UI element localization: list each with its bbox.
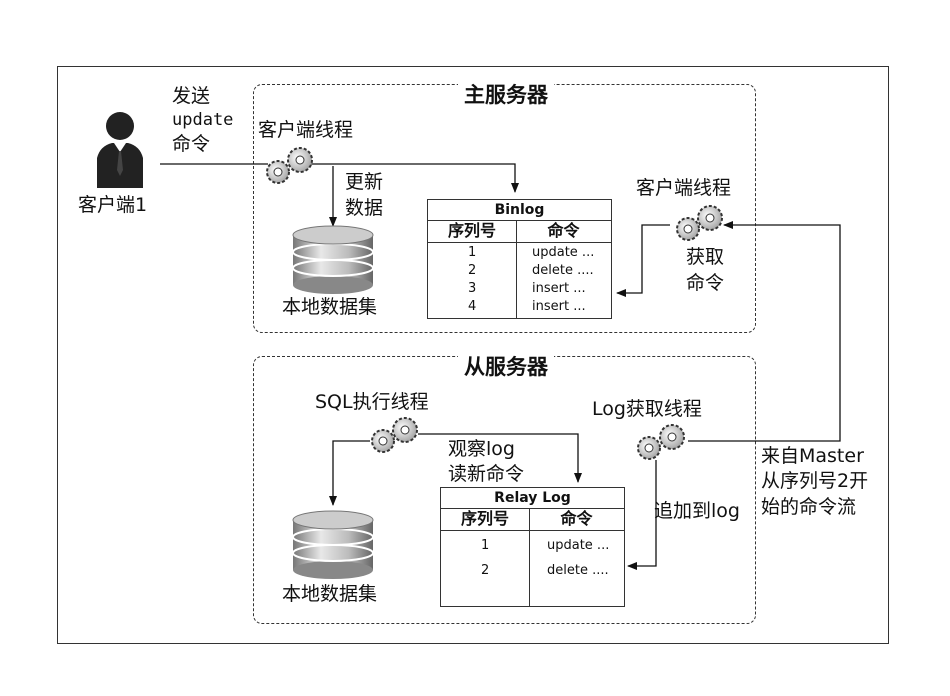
relaylog-col-cmd: 命令	[560, 509, 593, 528]
slave-server-title: 从服务器	[458, 355, 554, 380]
binlog-row-seq: 2	[468, 263, 477, 278]
relaylog-table: Relay Log 序列号 命令 1 update ... 2 delete .…	[440, 487, 625, 607]
binlog-row-cmd: insert ...	[532, 299, 586, 314]
relaylog-row-cmd: delete ....	[547, 563, 609, 578]
fetch-command-arrow	[616, 224, 670, 297]
master-db-icon	[292, 225, 374, 294]
command-stream-arrow	[688, 221, 841, 442]
binlog-title: Binlog	[428, 200, 611, 221]
log-thread-gear-icon	[637, 424, 685, 460]
binlog-row-cmd: delete ....	[532, 263, 594, 278]
send-label-line3: 命令	[172, 133, 211, 155]
slave-db-icon	[292, 510, 374, 579]
relaylog-title: Relay Log	[441, 488, 624, 509]
master-server-title: 主服务器	[458, 83, 554, 108]
master-client-thread-label: 客户端线程	[258, 119, 354, 141]
command-stream-line3: 始的命令流	[761, 496, 857, 518]
command-stream-line1: 来自Master	[761, 445, 864, 467]
command-stream-line2: 从序列号2开	[761, 470, 869, 492]
observe-log-line2: 读新命令	[448, 463, 525, 485]
fetch-command-line2: 命令	[686, 272, 725, 294]
binlog-row-cmd: insert ...	[532, 281, 586, 296]
client-name: 客户端1	[78, 194, 148, 216]
update-data-line1: 更新	[345, 171, 384, 193]
send-label-line2: update	[172, 110, 234, 130]
binlog-col-cmd: 命令	[547, 221, 580, 240]
master-db-label: 本地数据集	[282, 296, 378, 318]
binlog-row-seq: 4	[468, 299, 477, 314]
binlog-row-seq: 1	[468, 245, 477, 260]
send-update-arrow	[160, 163, 519, 193]
binlog-table: Binlog 序列号 命令 1 update ... 2 delete ....…	[427, 199, 612, 319]
apply-to-db-arrow	[329, 440, 370, 506]
binlog-row-seq: 3	[468, 281, 477, 296]
relaylog-row-seq: 1	[481, 538, 490, 553]
observe-log-arrow	[418, 433, 582, 483]
sql-thread-label: SQL执行线程	[315, 391, 429, 413]
append-to-log-label: 追加到log	[654, 500, 740, 522]
relaylog-row-cmd: update ...	[547, 538, 610, 553]
master-fetch-thread-gear-icon	[676, 205, 723, 241]
fetch-command-line1: 获取	[686, 246, 725, 268]
relaylog-row-seq: 2	[481, 563, 490, 578]
master-client-thread-gear-icon	[266, 147, 313, 184]
observe-log-line1: 观察log	[448, 438, 515, 460]
relaylog-col-seq: 序列号	[460, 509, 509, 528]
slave-db-label: 本地数据集	[282, 583, 378, 605]
diagram-frame	[57, 66, 889, 644]
send-label-line1: 发送	[172, 85, 211, 107]
append-to-log-arrow	[627, 460, 657, 570]
binlog-row-cmd: update ...	[532, 245, 595, 260]
sql-thread-gear-icon	[371, 417, 418, 453]
master-fetch-thread-label: 客户端线程	[636, 177, 732, 199]
log-thread-label: Log获取线程	[592, 398, 702, 420]
client-person-icon	[97, 112, 143, 188]
binlog-col-seq: 序列号	[447, 221, 496, 240]
update-data-line2: 数据	[345, 197, 384, 219]
